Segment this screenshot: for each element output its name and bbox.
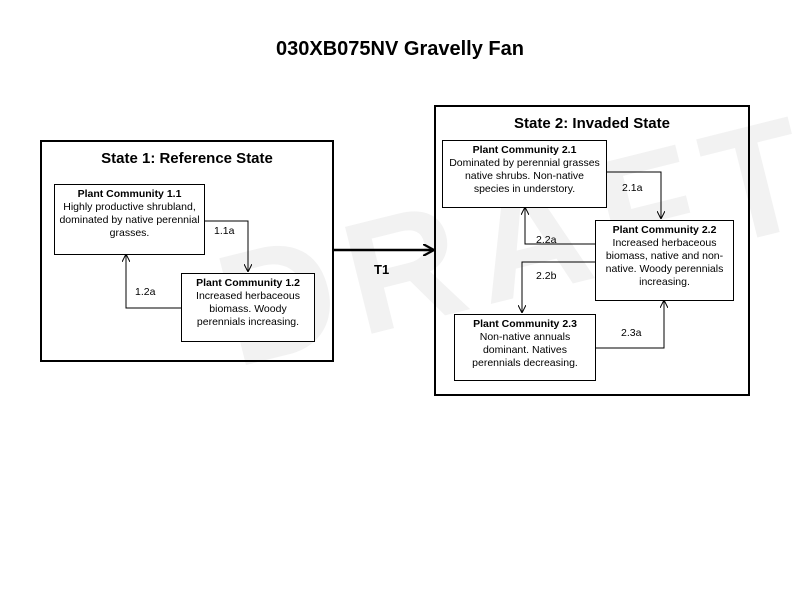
diagram-title: 030XB075NV Gravelly Fan — [276, 38, 524, 60]
plant-community-2-1: Plant Community 2.1 Dominated by perenni… — [442, 140, 607, 208]
plant-community-1-2-description: Increased herbaceous biomass. Woody pere… — [196, 290, 300, 328]
plant-community-1-2-title: Plant Community 1.2 — [196, 277, 300, 289]
pathway-2-2b-label: 2.2b — [536, 270, 557, 282]
plant-community-2-1-description: Dominated by perennial grasses native sh… — [449, 157, 600, 195]
pathway-2-1a-line — [607, 171, 661, 218]
pathway-1-2a-line — [126, 255, 181, 309]
state-1-box: State 1: Reference State — [40, 140, 334, 362]
pathway-2-2b-line — [522, 261, 595, 312]
transition-t1-label: T1 — [374, 262, 390, 277]
pathway-1-1a-line — [205, 220, 248, 271]
plant-community-1-1-description: Highly productive shrubland, dominated b… — [59, 201, 200, 239]
plant-community-2-3-title: Plant Community 2.3 — [473, 318, 577, 330]
plant-community-1-1: Plant Community 1.1 Highly productive sh… — [54, 184, 205, 255]
plant-community-2-2-description: Increased herbaceous biomass, native and… — [605, 237, 724, 288]
pathway-2-3a-line — [596, 301, 664, 349]
pathway-1-2a-label: 1.2a — [135, 286, 156, 298]
plant-community-2-3-description: Non-native annuals dominant. Natives per… — [472, 331, 578, 369]
state-1-title: State 1: Reference State — [101, 150, 273, 167]
plant-community-2-2-title: Plant Community 2.2 — [612, 224, 717, 236]
pathway-2-2a-label: 2.2a — [536, 234, 557, 246]
plant-community-2-2: Plant Community 2.2 Increased herbaceous… — [595, 220, 734, 301]
state-2-box: State 2: Invaded State — [434, 105, 750, 396]
pathway-2-3a-label: 2.3a — [621, 327, 642, 339]
plant-community-2-3: Plant Community 2.3 Non-native annuals d… — [454, 314, 596, 381]
pathway-2-1a-label: 2.1a — [622, 182, 643, 194]
plant-community-2-1-title: Plant Community 2.1 — [472, 144, 577, 156]
plant-community-1-2: Plant Community 1.2 Increased herbaceous… — [181, 273, 315, 342]
plant-community-1-1-title: Plant Community 1.1 — [77, 188, 182, 200]
pathway-2-2a-line — [525, 208, 595, 245]
state-2-title: State 2: Invaded State — [514, 115, 670, 132]
pathway-1-1a-label: 1.1a — [214, 225, 235, 237]
